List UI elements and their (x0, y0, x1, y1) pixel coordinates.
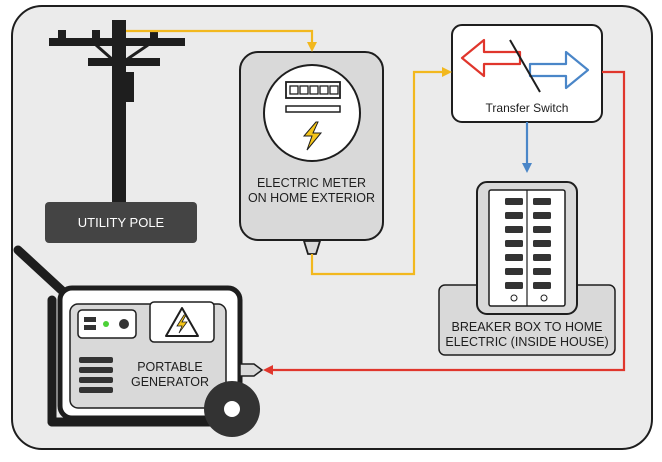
electric-meter (239, 51, 384, 255)
meter-label-line1: ELECTRIC METER (256, 176, 367, 190)
breaker-label-line1: BREAKER BOX TO HOME (451, 320, 603, 334)
meter-label-line2: ON HOME EXTERIOR (247, 191, 376, 205)
utility-pole-label-box (45, 202, 197, 243)
generator-to-transfer-switch-wire (263, 70, 626, 375)
bidirectional-arrow-icon (460, 38, 590, 93)
breaker-outlet-icon (510, 294, 548, 302)
generator-label-line2: GENERATOR (130, 375, 210, 389)
lightning-bolt-icon (302, 121, 323, 151)
breaker-label-line2: ELECTRIC (INSIDE HOUSE) (445, 335, 609, 349)
utility-to-meter-wire (126, 29, 317, 52)
indicator-light (103, 321, 109, 327)
utility-pole (49, 20, 185, 210)
transfer-switch-label: Transfer Switch (485, 101, 569, 115)
breaker-box (476, 181, 578, 315)
high-voltage-warning-icon (165, 307, 199, 337)
meter-to-transfer-switch-wire (310, 67, 452, 276)
utility-pole-label: UTILITY POLE (77, 215, 165, 230)
generator-label-line1: PORTABLE (137, 360, 203, 374)
generator-outlet (239, 363, 264, 377)
transfer-switch-to-breaker-wire (522, 122, 532, 173)
